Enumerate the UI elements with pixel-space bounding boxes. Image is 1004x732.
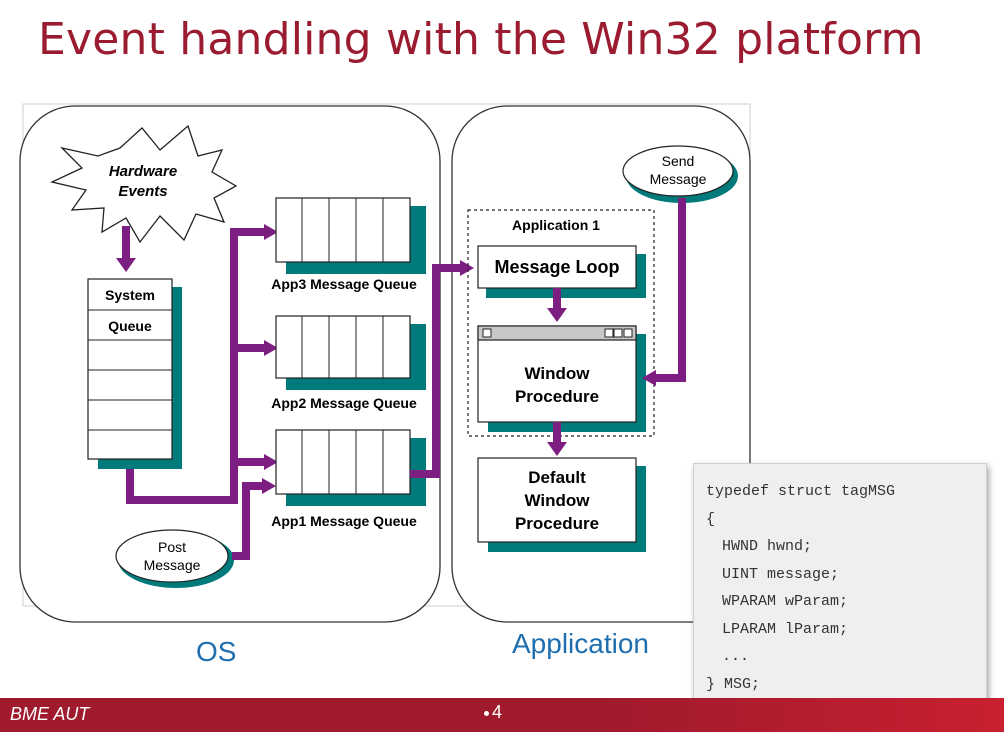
app2-message-queue [275,315,411,379]
hardware-events-line1: Hardware [109,163,177,180]
code-line: { [706,510,716,528]
bme-aut-logo: BME AUT [10,704,89,725]
code-line: } MSG; [706,675,761,693]
send-message-line1: Send [662,153,695,169]
code-line: ... [722,648,750,665]
post-message-line1: Post [158,539,186,555]
send-message-bubble [622,145,734,197]
window-procedure-line2: Procedure [515,387,599,406]
send-message-line2: Message [650,171,707,187]
hardware-events-line2: Events [118,183,167,200]
code-line: UINT message; [722,565,840,583]
system-queue [87,278,173,460]
app3-message-queue [275,197,411,263]
window-procedure-box [477,325,637,423]
win32-event-diagram: Hardware Events System Queue App3 Messag… [19,103,751,623]
system-queue-label-line1: System [105,287,155,303]
logo-text: BME AUT [10,704,90,724]
application1-label: Application 1 [512,217,600,233]
window-procedure-line1: Window [525,364,591,383]
post-message-bubble [115,529,229,583]
page-number-value: 4 [492,702,503,722]
app1-queue-label: App1 Message Queue [271,513,417,529]
default-window-procedure-box [477,457,637,543]
msg-struct-code: typedef struct tagMSG { HWND hwnd; UINT … [693,463,987,721]
app3-queue-label: App3 Message Queue [271,276,417,292]
message-loop-label: Message Loop [494,257,619,277]
os-label: OS [196,636,237,667]
code-line: LPARAM lParam; [722,620,849,638]
footer-bar: BME AUT 4 [0,698,1004,732]
message-loop-box [477,245,637,289]
code-line: typedef struct tagMSG [706,483,896,500]
application-label: Application [512,628,649,659]
slide-title: Event handling with the Win32 platform [38,14,924,65]
system-queue-label-line2: Queue [108,318,152,334]
code-line: WPARAM wParam; [722,593,849,610]
default-wp-line3: Procedure [515,514,599,533]
app2-queue-label: App2 Message Queue [271,395,417,411]
app1-message-queue [275,429,411,495]
default-wp-line1: Default [528,468,586,487]
hardware-events-burst [50,124,238,244]
post-message-line2: Message [144,557,201,573]
page-number: 4 [484,702,502,723]
code-line: HWND hwnd; [722,538,813,555]
default-wp-line2: Window [525,491,591,510]
bullet-icon [484,710,489,716]
